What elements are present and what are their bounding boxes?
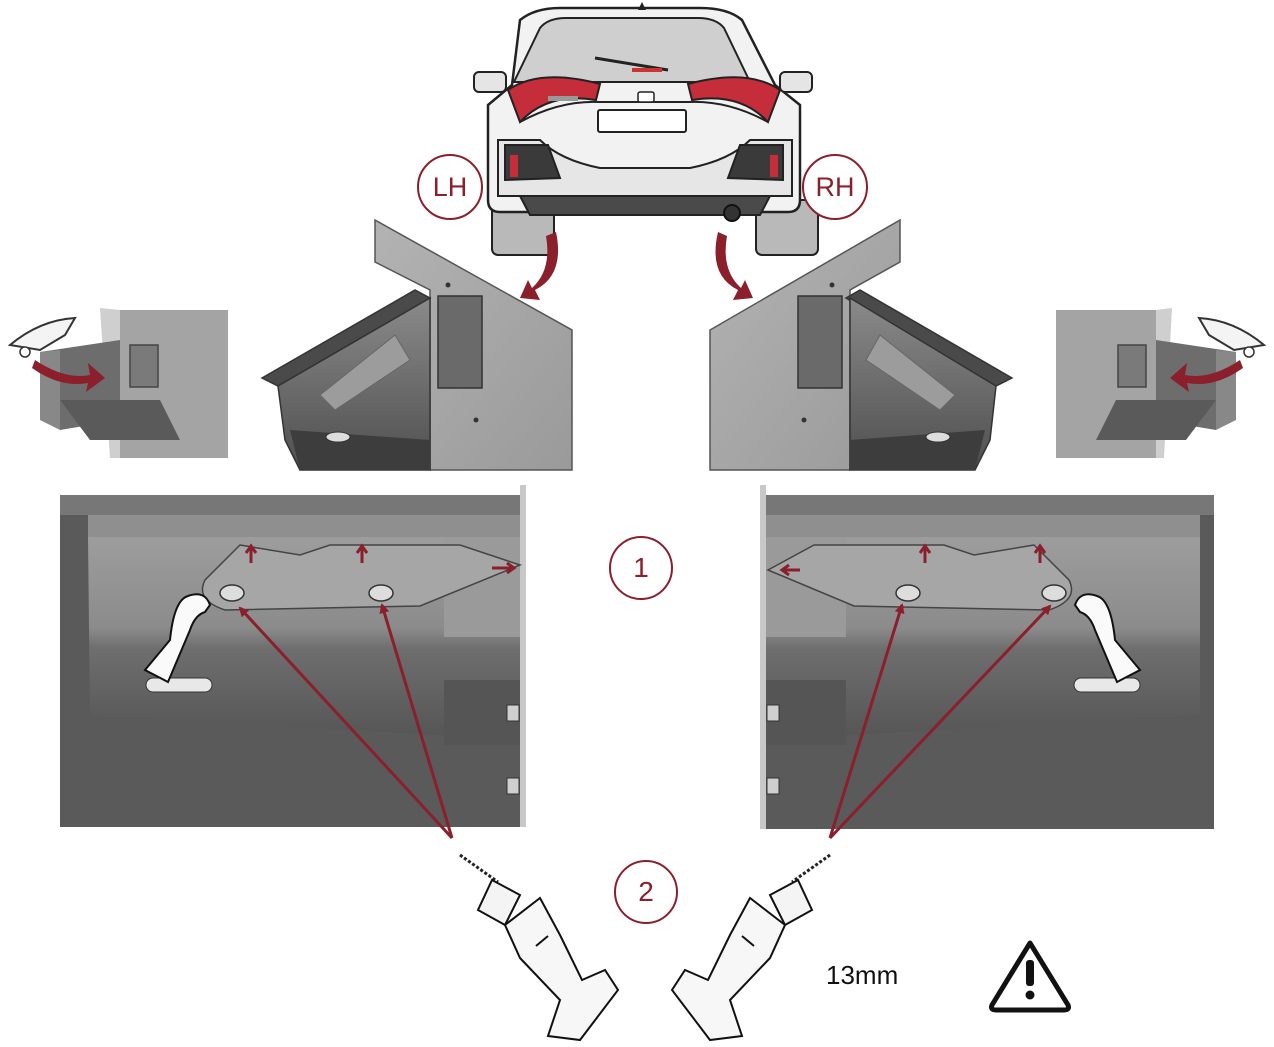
warning-triangle-icon (989, 940, 1071, 1013)
right-bracket-perspective (709, 218, 1014, 471)
step-1-text: 1 (633, 552, 649, 583)
left-insert-arrow (32, 360, 105, 392)
left-bracket-perspective (260, 218, 573, 471)
right-power-drill-icon (670, 853, 831, 1042)
step-2-marker: 2 (614, 860, 678, 924)
left-side-panel (60, 485, 526, 827)
left-power-drill-icon (459, 853, 620, 1042)
left-curved-arrow (520, 232, 559, 300)
lh-side-label: LH (417, 154, 483, 220)
step-2-text: 2 (638, 876, 654, 907)
drill-size-label: 13mm (826, 960, 899, 990)
right-drill-template-plate (766, 544, 1073, 611)
left-hand-icon (143, 593, 212, 684)
right-small-bracket-detail (1056, 308, 1267, 458)
lh-text: LH (432, 171, 468, 202)
right-curved-arrow (715, 232, 753, 300)
rh-text: RH (815, 171, 855, 202)
car-rear-view (473, 2, 819, 256)
step-1-marker: 1 (609, 536, 673, 600)
right-insert-arrow (1170, 360, 1243, 392)
right-hand-icon (1073, 593, 1142, 684)
rh-side-label: RH (802, 154, 868, 220)
left-drill-template-plate (201, 544, 523, 611)
right-side-panel (760, 485, 1214, 829)
left-small-bracket-detail (7, 308, 228, 458)
drill-target-arrows (238, 603, 1052, 840)
